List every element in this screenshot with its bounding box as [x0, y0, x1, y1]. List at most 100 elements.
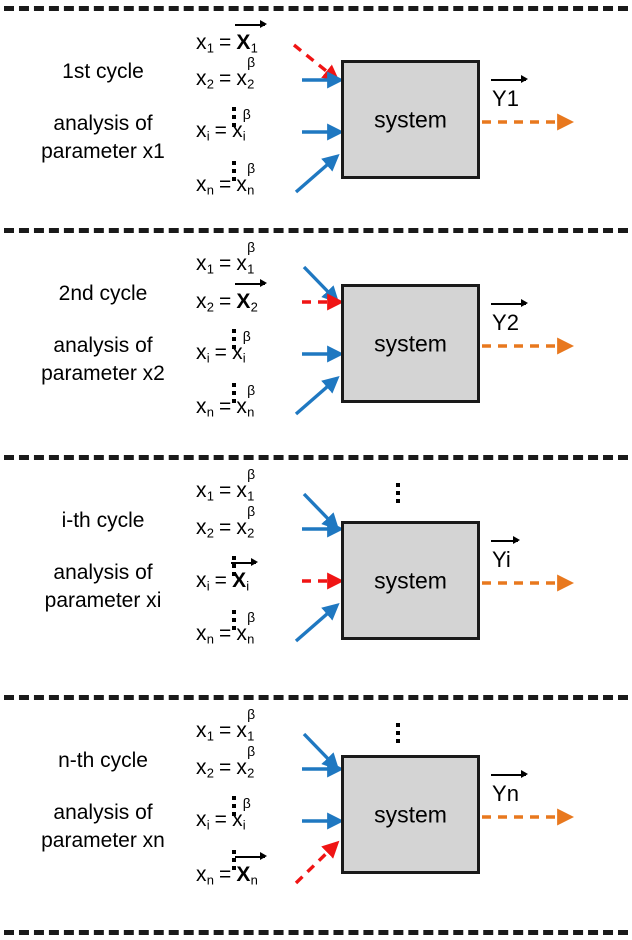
equation-lhs-subscript: 1 [206, 728, 214, 744]
equation-lhs: x [196, 290, 207, 313]
equals-sign: = [218, 756, 232, 779]
equation-lhs-subscript: 2 [206, 76, 214, 92]
vector-arrowhead-icon [259, 851, 267, 860]
equation-rhs-subscript: 2 [247, 76, 255, 92]
panel-gap-ellipsis-cycle-i [392, 479, 404, 507]
output-vector-accent: Yi [491, 535, 520, 573]
equation-rhs-superscript: β [242, 795, 251, 811]
equation-rhs-indices: i [246, 569, 249, 594]
output-vector-accent: Y1 [491, 74, 528, 112]
cycle-title-cycle-i: i-th cycle [61, 509, 145, 532]
vector-overline-icon [235, 24, 265, 26]
analysis-line-2-cycle-2: parameter x2 [8, 362, 198, 385]
equation-lhs: x [196, 395, 207, 418]
output-base: Y [492, 781, 507, 806]
panel-separator-2 [4, 228, 628, 233]
vector-overline-icon [491, 303, 526, 305]
panel-gap-ellipsis-cycle-n [392, 719, 404, 747]
analysis-line-1-cycle-n: analysis of [53, 801, 153, 824]
input-equation: xi=Xi [196, 557, 259, 594]
equation-lhs: x [196, 622, 207, 645]
equation-rhs-superscript: β [247, 503, 256, 519]
output-subscript: i [505, 547, 511, 572]
equation-rhs-base: x [236, 67, 248, 90]
equation-lhs-subscript: i [206, 128, 210, 144]
output-vector-accent: Y2 [491, 298, 528, 336]
equation-rhs-subscript: n [247, 404, 255, 420]
equation-rhs-subscript: 1 [247, 488, 255, 504]
equals-sign: = [218, 252, 232, 275]
panel-separator-3 [4, 455, 628, 460]
equation-lhs: x [196, 67, 207, 90]
cycle-title-cycle-1: 1st cycle [62, 60, 144, 83]
analysis-parameter-subscript: i [156, 589, 162, 612]
input-ellipsis [228, 606, 240, 634]
equals-sign: = [218, 31, 232, 54]
equation-rhs-subscript: n [247, 631, 255, 647]
equation-lhs-subscript: i [206, 350, 210, 366]
output-base: Y [492, 547, 506, 572]
vector-accent: X2 [235, 278, 267, 315]
analysis-line-2-cycle-i: parameter xi [8, 589, 198, 612]
input-ellipsis [228, 379, 240, 407]
equals-sign: = [214, 341, 228, 364]
system-box-cycle-i: system [341, 521, 480, 640]
fixed-input-arrow [294, 375, 340, 416]
cycle-title-cycle-2: 2nd cycle [58, 282, 148, 305]
equation-rhs-subscript: 2 [250, 299, 258, 315]
vector-arrowhead-icon [512, 535, 520, 544]
equation-lhs-subscript: 2 [206, 765, 214, 781]
fixed-input-arrow [302, 265, 340, 304]
equation-lhs-subscript: 1 [206, 261, 214, 277]
analysis-parameter-text: parameter x [41, 362, 154, 385]
equals-sign: = [218, 719, 232, 742]
equation-rhs-superscript: β [247, 743, 256, 759]
input-ellipsis [228, 846, 240, 874]
vector-overline-icon [491, 540, 518, 542]
system-box-label: system [374, 567, 447, 593]
equation-rhs-base: X [236, 863, 251, 886]
equation-rhs-superscript: β [247, 382, 256, 398]
vector-accent: Xi [231, 557, 259, 594]
equation-rhs-base: x [236, 395, 248, 418]
equation-rhs-subscript: n [250, 872, 258, 888]
equation-lhs-subscript: i [206, 817, 210, 833]
system-box-cycle-1: system [341, 60, 480, 179]
equation-lhs-subscript: 2 [206, 299, 214, 315]
equation-rhs-base: x [236, 173, 248, 196]
panel-separator-5 [4, 930, 628, 935]
output-base: Y [492, 310, 507, 335]
equals-sign: = [218, 395, 232, 418]
output-base: Y [492, 86, 507, 111]
analysis-parameter-text: parameter x [41, 829, 154, 852]
vector-overline-icon [235, 283, 265, 285]
input-ellipsis [228, 103, 240, 131]
equation-lhs: x [196, 173, 207, 196]
equals-sign: = [214, 119, 228, 142]
equation-lhs: x [196, 516, 207, 539]
equation-rhs-superscript: β [242, 106, 251, 122]
output-vector-accent: Yn [491, 769, 528, 807]
equation-lhs: x [196, 119, 207, 142]
analysis-line-1-cycle-1: analysis of [53, 112, 153, 135]
vector-arrowhead-icon [251, 557, 259, 566]
output-label-cycle-i: Yi [491, 535, 520, 573]
system-box-label: system [374, 330, 447, 356]
